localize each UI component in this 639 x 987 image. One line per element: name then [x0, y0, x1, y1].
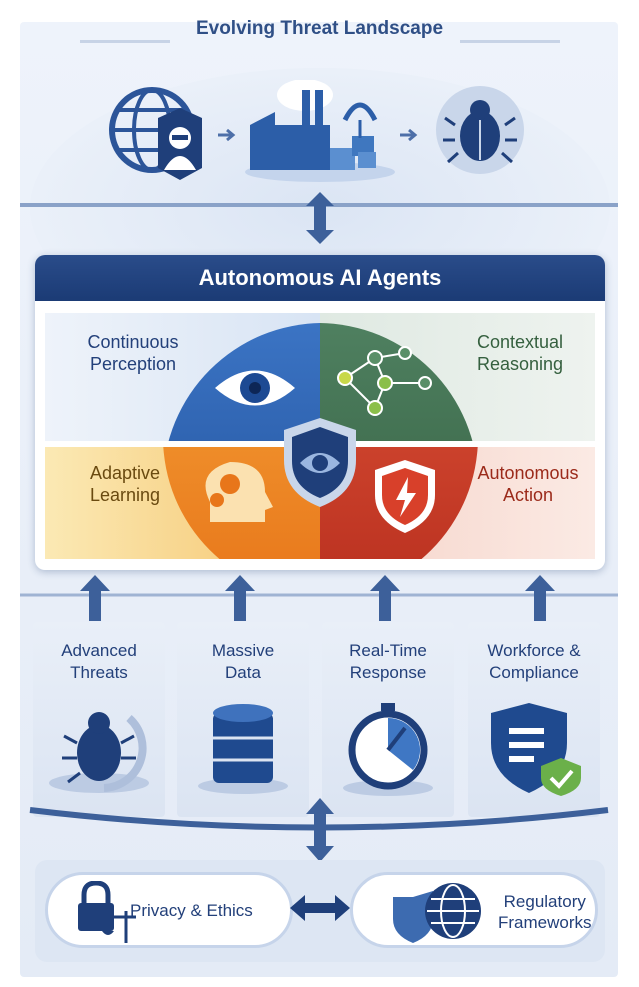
lock-scales-icon: [78, 881, 136, 943]
bug-cycle-icon: [49, 712, 149, 793]
double-arrow-vertical-icon: [306, 192, 334, 244]
hacker-icon: [158, 108, 202, 180]
double-arrow-vertical-icon: [306, 798, 334, 862]
eye-icon: [215, 370, 295, 406]
database-icon: [198, 704, 288, 794]
driver-card-compliance: Workforce &Compliance: [468, 622, 600, 817]
privacy-ethics-label: Privacy & Ethics: [130, 901, 253, 920]
shield-globe-icon: [393, 883, 481, 943]
arrow-up-icon: [370, 575, 400, 621]
shield-check-icon: [491, 703, 581, 796]
bug-icon: [436, 86, 524, 174]
title-divider: [460, 40, 560, 43]
title-divider: [80, 40, 170, 43]
ai-agents-title: Autonomous AI Agents: [35, 255, 605, 301]
shield-lightning-icon: [375, 460, 435, 533]
threat-icons: [109, 80, 524, 182]
arrow-up-icon: [525, 575, 555, 621]
network-nodes-icon: [337, 346, 432, 416]
stopwatch-icon: [343, 703, 433, 796]
factory-cloud-icon: [245, 80, 395, 182]
up-arrows: [20, 575, 618, 621]
brain-gears-icon: [205, 462, 273, 522]
double-arrow-horizontal-icon: [290, 895, 350, 921]
section-title: Evolving Threat Landscape: [195, 18, 444, 39]
arrow-right-icon: [218, 128, 236, 142]
arrow-up-icon: [225, 575, 255, 621]
arrow-right-icon: [400, 128, 418, 142]
center-shield-eye-icon: [284, 418, 356, 507]
connector-arc: [29, 798, 609, 862]
arrow-up-icon: [80, 575, 110, 621]
privacy-ethics-pill: Privacy & Ethics: [45, 872, 293, 948]
